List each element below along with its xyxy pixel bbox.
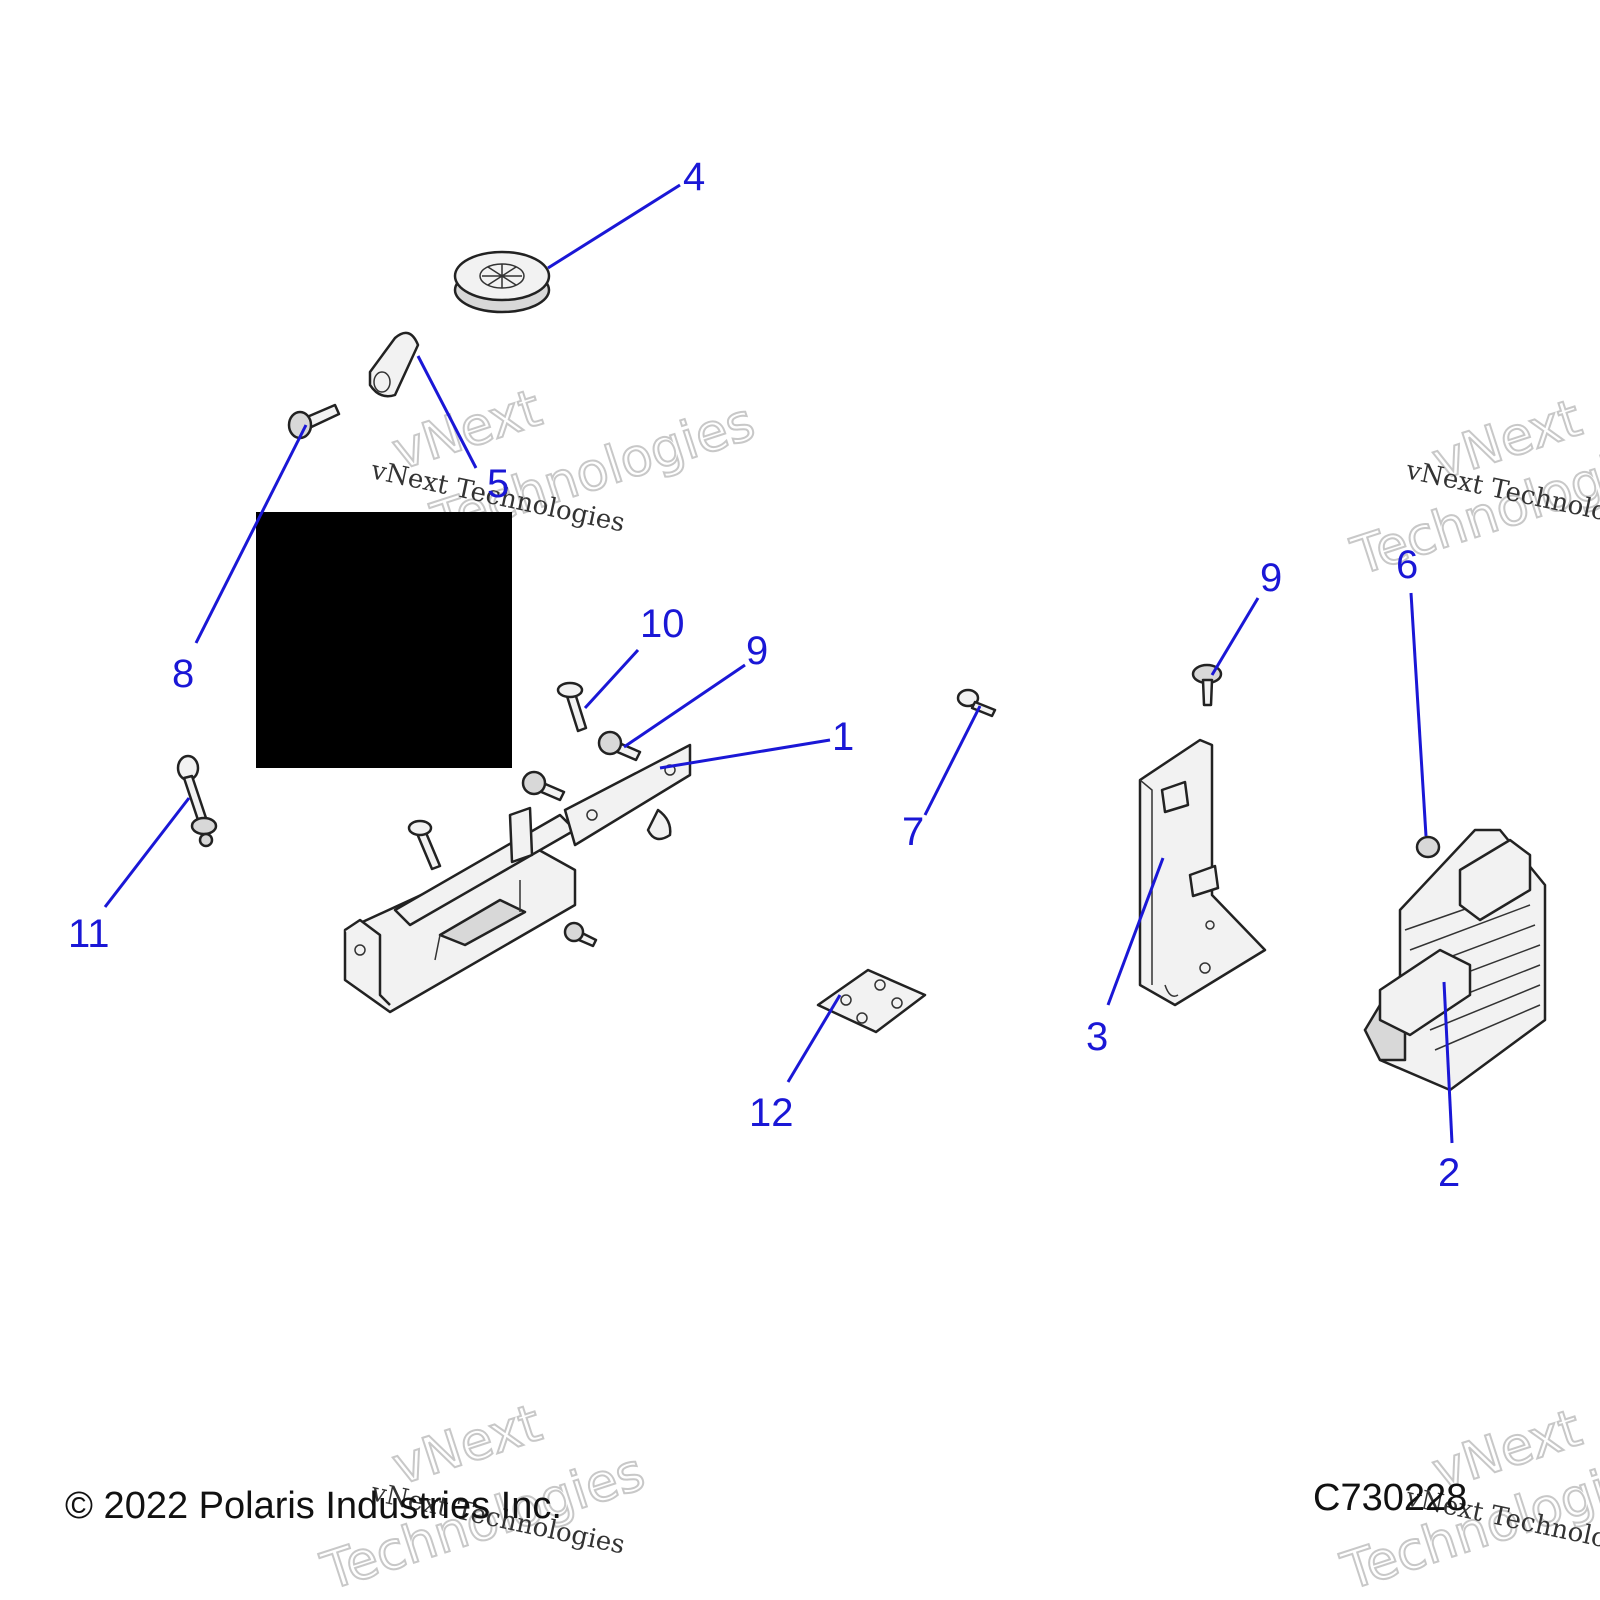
copyright-notice: © 2022 Polaris Industries Inc. [65,1485,562,1527]
callout-4: 4 [683,155,705,199]
part-4-grommet [453,250,551,314]
part-10-screw [556,681,588,733]
part-8-bolt [287,403,341,440]
leader-lines [103,183,1454,1144]
part-11-eye-bolt [176,754,218,848]
part-12-pad [816,968,927,1034]
callout-2: 2 [1438,1151,1460,1195]
part-9-bolt-left [597,730,642,762]
part-5-clip [368,331,420,398]
callout-6: 6 [1396,543,1418,587]
part-2-regulator [1363,828,1547,1092]
part-1-bracket [343,743,692,1014]
callout-3: 3 [1086,1015,1108,1059]
watermark-top-right: vNext Technologies vNext Technologies [1344,387,1600,588]
part-7-bolt [956,688,997,718]
callout-10: 10 [640,602,685,646]
part-6-nut [1415,835,1441,859]
callout-7: 7 [902,810,924,854]
callout-5: 5 [487,462,509,506]
part-9-bolt-right [1191,663,1223,707]
bracket-bolt-c [563,921,598,948]
bracket-bolt-a [521,770,566,802]
redaction-box [256,512,512,768]
figure-id: C730228 [1313,1477,1467,1519]
callouts: 4 5 8 10 9 1 11 7 12 9 6 3 2 [68,155,1460,1195]
callout-1: 1 [832,715,854,759]
callout-9-right: 9 [1260,556,1282,600]
bracket-bolt-b [407,819,442,871]
callout-9-left: 9 [746,629,768,673]
callout-11: 11 [68,912,110,956]
part-3-mounting-plate [1138,738,1267,1007]
callout-12: 12 [749,1091,794,1135]
callout-8: 8 [172,652,194,696]
